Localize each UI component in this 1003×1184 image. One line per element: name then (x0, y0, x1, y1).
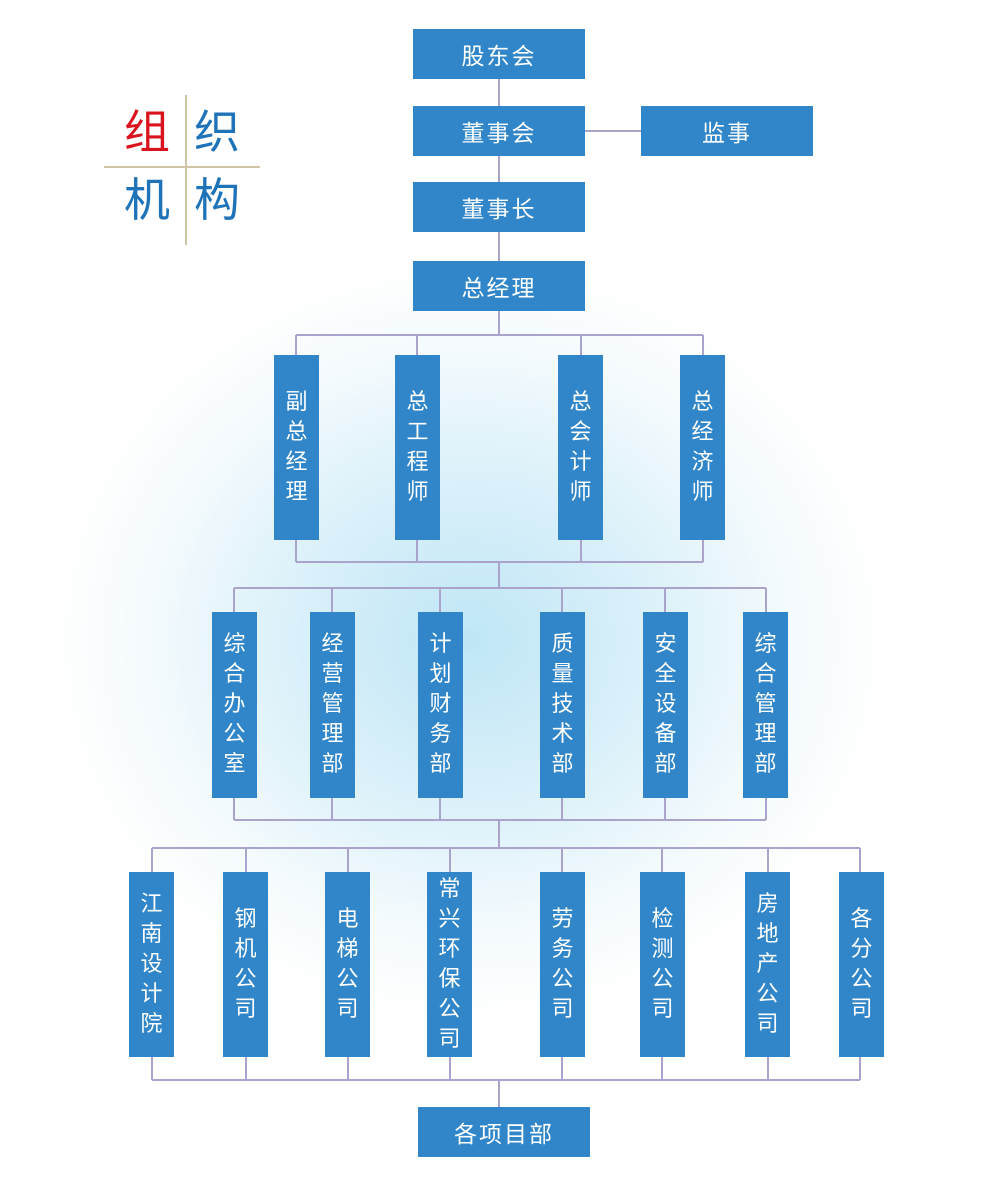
title-char: 构 (194, 173, 240, 227)
node-company: 常兴环保公司 (427, 872, 472, 1057)
node-department: 综合办公室 (212, 612, 257, 798)
node-executive: 总会计师 (558, 355, 603, 540)
node-chairman: 董事长 (413, 182, 585, 232)
node-company: 江南设计院 (129, 872, 174, 1057)
node-company: 各分公司 (839, 872, 884, 1057)
node-department: 安全设备部 (643, 612, 688, 798)
node-general-manager: 总经理 (413, 261, 585, 311)
node-department: 经营管理部 (310, 612, 355, 798)
title-divider-vertical (185, 95, 187, 245)
node-executive: 总工程师 (395, 355, 440, 540)
node-company: 钢机公司 (223, 872, 268, 1057)
title-char: 织 (194, 105, 240, 159)
node-department: 综合管理部 (743, 612, 788, 798)
title-char: 机 (124, 173, 170, 227)
node-department: 计划财务部 (418, 612, 463, 798)
node-executive: 总经济师 (680, 355, 725, 540)
node-projects: 各项目部 (418, 1107, 590, 1157)
node-company: 劳务公司 (540, 872, 585, 1057)
title-divider-horizontal (104, 166, 260, 168)
org-structure-title: 组 织 机 构 (104, 95, 260, 245)
node-board: 董事会 (413, 106, 585, 156)
node-executive: 副总经理 (274, 355, 319, 540)
node-company: 检测公司 (640, 872, 685, 1057)
node-supervisor: 监事 (641, 106, 813, 156)
title-char: 组 (124, 105, 170, 159)
node-company: 电梯公司 (325, 872, 370, 1057)
node-company: 房地产公司 (745, 872, 790, 1057)
node-shareholders: 股东会 (413, 29, 585, 79)
node-department: 质量技术部 (540, 612, 585, 798)
